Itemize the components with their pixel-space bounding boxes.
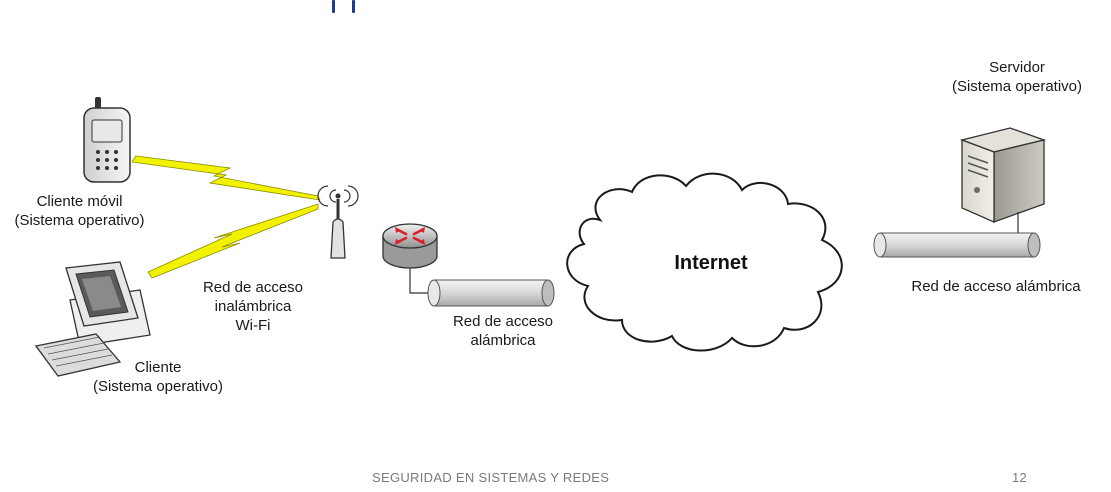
desktop-client-os: (Sistema operativo) — [92, 378, 224, 395]
internet-cloud — [566, 172, 843, 352]
mobile-client-os: (Sistema operativo) — [14, 212, 145, 229]
desktop-client-label: Cliente (Sistema operativo) — [80, 358, 236, 396]
footer-course: SEGURIDAD EN SISTEMAS Y REDES — [372, 470, 610, 485]
antenna-icon — [317, 185, 359, 259]
router-icon — [382, 223, 438, 269]
desktop-computer-icon — [34, 261, 151, 377]
wired-right-label: Red de acceso alámbrica — [896, 277, 1096, 296]
wired-right-text: Red de acceso alámbrica — [911, 278, 1081, 295]
wired-left-line1: Red de acceso — [452, 313, 554, 330]
wifi-label-line2: inalámbrica — [214, 298, 292, 315]
title-fragment — [330, 0, 390, 14]
mobile-client-name: Cliente móvil — [36, 193, 123, 210]
wifi-label-line1: Red de acceso — [202, 279, 304, 296]
wired-left-line2: alámbrica — [470, 332, 536, 349]
wifi-link-desktop — [147, 203, 319, 279]
wifi-label-line3: Wi-Fi — [235, 317, 271, 334]
wired-pipe-left — [427, 279, 555, 307]
server-name: Servidor — [989, 59, 1045, 76]
mobile-client-label: Cliente móvil (Sistema operativo) — [2, 192, 157, 230]
footer-page-number: 12 — [1012, 470, 1028, 485]
mobile-phone-icon — [83, 97, 131, 183]
wired-left-label: Red de acceso alámbrica — [438, 312, 568, 350]
wifi-link-mobile — [131, 155, 321, 201]
desktop-client-name: Cliente — [134, 359, 182, 376]
wifi-network-label: Red de acceso inalámbrica Wi-Fi — [188, 278, 318, 335]
server-os: (Sistema operativo) — [951, 78, 1083, 95]
server-label: Servidor (Sistema operativo) — [938, 58, 1096, 96]
internet-label: Internet — [674, 252, 748, 274]
wired-pipe-right — [873, 232, 1041, 258]
router-connector — [409, 268, 432, 294]
server-icon — [959, 127, 1047, 223]
